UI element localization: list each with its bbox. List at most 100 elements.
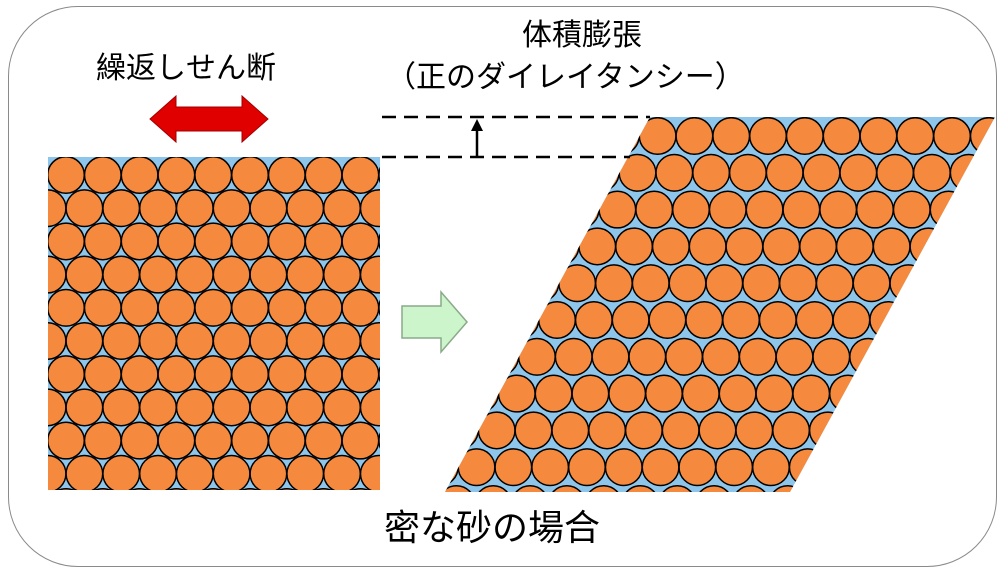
sand-particle	[768, 484, 807, 492]
sand-particle	[721, 300, 761, 340]
sand-particle	[65, 189, 104, 228]
sand-particle	[608, 374, 647, 413]
sand-particle	[782, 190, 821, 229]
sand-particle	[788, 448, 827, 487]
sand-particle	[175, 388, 214, 427]
sand-particle	[48, 171, 49, 179]
sand-particle	[688, 227, 727, 266]
double-headed-arrow-icon	[149, 94, 269, 144]
sand-particle	[852, 264, 891, 303]
sand-particle	[494, 448, 533, 487]
sand-particle	[460, 374, 500, 413]
sand-particle	[671, 190, 711, 229]
sand-particle	[212, 255, 251, 294]
sand-particle	[655, 153, 694, 192]
sand-particle	[554, 337, 593, 376]
sand-particle	[102, 255, 141, 294]
sand-particle	[986, 153, 995, 192]
sand-particle	[322, 255, 362, 294]
sand-particle	[618, 153, 657, 192]
sand-particle	[416, 157, 453, 194]
sand-particle	[889, 264, 928, 303]
sand-particle	[48, 355, 86, 394]
sand-particle	[772, 411, 811, 450]
sand-particle	[230, 222, 270, 261]
sand-particle	[445, 411, 479, 450]
sand-particle	[624, 411, 663, 450]
sand-particle	[705, 264, 744, 303]
sand-particle	[304, 288, 343, 327]
sand-particle	[648, 300, 687, 340]
sand-particle	[230, 157, 270, 195]
sand-particle	[322, 189, 362, 228]
sand-particle	[249, 454, 288, 490]
sand-particle	[120, 222, 159, 261]
sand-particle	[517, 337, 556, 376]
sand-particle	[378, 233, 380, 250]
sand-particle	[571, 374, 610, 413]
sand-particle	[561, 190, 600, 229]
sand-particle	[102, 321, 141, 361]
sand-particle	[278, 487, 296, 490]
sand-particle	[896, 117, 935, 156]
sand-particle	[926, 264, 965, 303]
sand-particle	[397, 456, 434, 493]
sand-particle	[805, 484, 844, 492]
sand-particle	[102, 189, 141, 228]
sand-particle	[378, 166, 380, 184]
sand-particle	[138, 454, 178, 490]
sand-particle	[378, 432, 380, 449]
sand-particle	[48, 371, 49, 378]
sand-particle	[808, 411, 847, 450]
sand-particle	[175, 189, 214, 228]
sand-particle	[859, 117, 898, 156]
sand-particle	[120, 157, 159, 195]
sand-particle	[230, 421, 270, 460]
sand-particle	[849, 337, 888, 376]
sand-particle	[359, 255, 380, 294]
sand-particle	[83, 421, 122, 460]
sand-particle	[692, 153, 731, 192]
sand-particle	[102, 454, 141, 490]
sand-particle	[249, 189, 288, 228]
sand-particle	[175, 321, 214, 361]
sand-particle	[267, 355, 306, 394]
sand-particle	[651, 227, 690, 266]
sand-particle	[604, 448, 643, 487]
sand-particle	[685, 300, 724, 340]
sand-particle	[481, 337, 520, 376]
sand-particle	[758, 300, 797, 340]
sand-particle	[48, 437, 49, 444]
sand-particle	[378, 299, 380, 316]
sand-particle	[718, 374, 757, 413]
sand-particle	[138, 189, 178, 228]
sand-particle	[48, 421, 86, 460]
sand-particle	[541, 227, 580, 266]
sand-particle	[574, 300, 613, 340]
sand-particle	[601, 117, 640, 156]
sand-particle	[872, 227, 911, 266]
sand-particle	[286, 255, 325, 294]
sand-particle	[828, 374, 868, 413]
sand-particle	[83, 288, 122, 327]
sand-particle	[397, 190, 434, 227]
sand-particle	[712, 117, 751, 156]
sand-particle	[48, 454, 67, 490]
sand-particle	[815, 264, 854, 303]
sand-particle	[157, 222, 196, 261]
sand-particle	[929, 190, 968, 229]
sand-particle	[304, 421, 343, 460]
sand-particle	[194, 157, 233, 195]
sand-particle	[120, 355, 159, 394]
sand-particle	[755, 374, 794, 413]
sand-particle	[681, 374, 720, 413]
sand-particle	[584, 484, 623, 492]
sand-particle	[765, 153, 804, 192]
sand-particle	[359, 321, 380, 361]
sand-particle	[434, 190, 471, 227]
sand-particle	[359, 388, 380, 427]
sand-particle	[644, 374, 684, 413]
sand-particle	[742, 264, 781, 303]
sand-particle	[194, 355, 233, 394]
sand-particle	[799, 227, 838, 266]
